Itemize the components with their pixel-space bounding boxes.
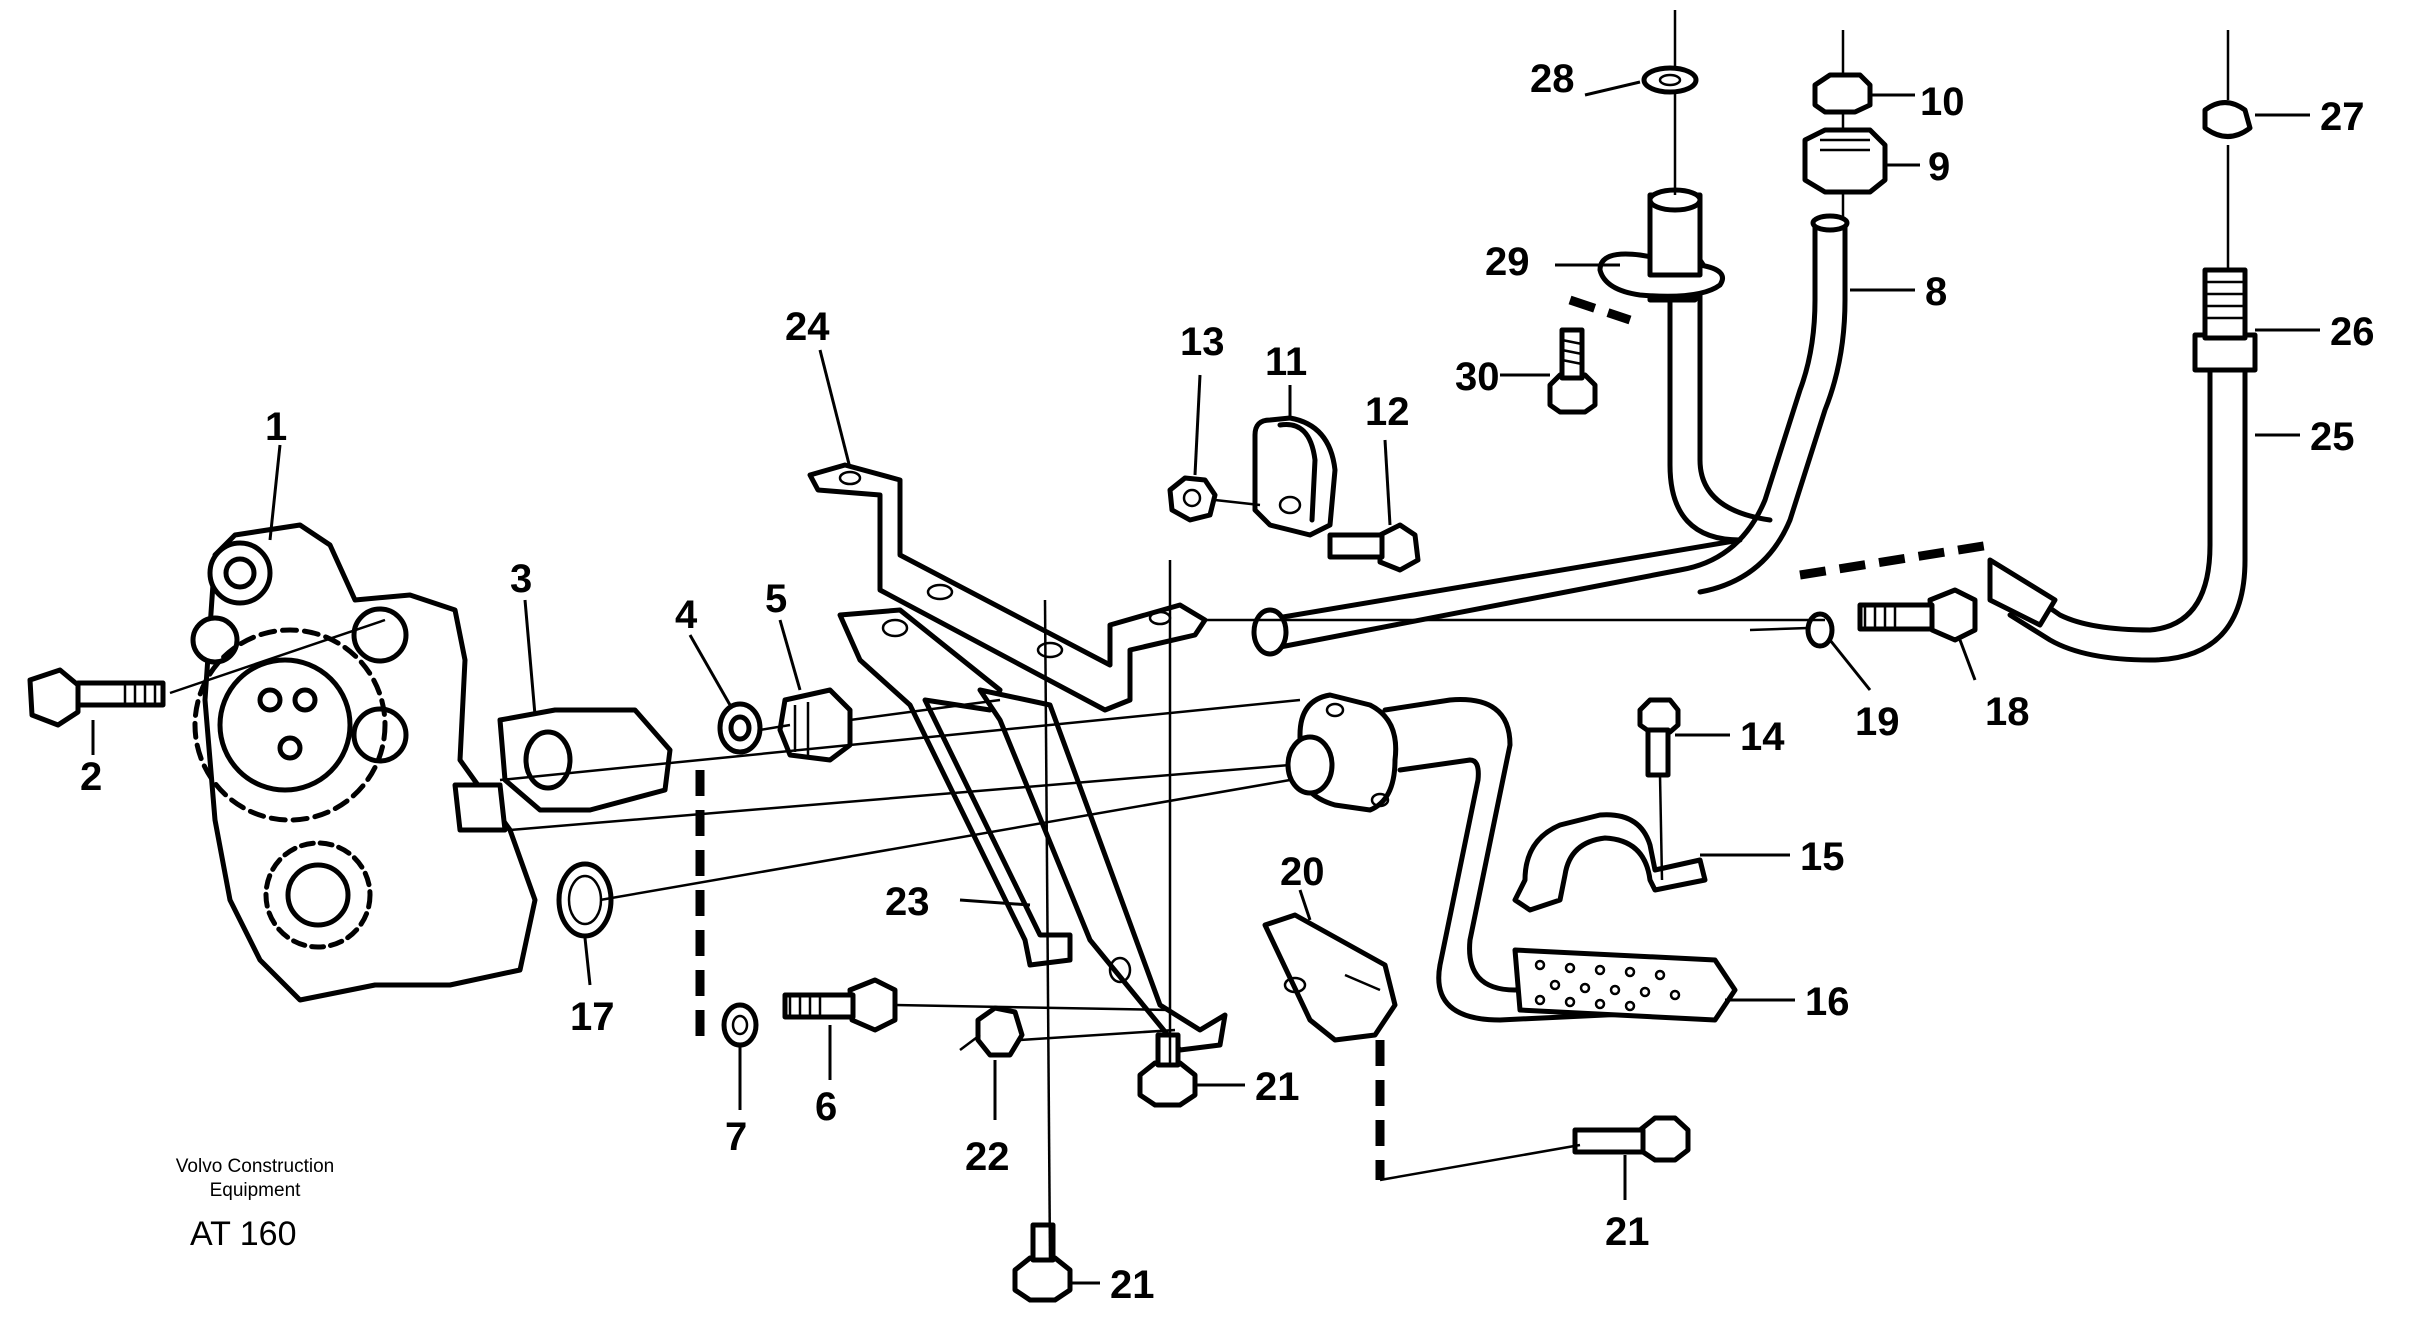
callout-23: 23 bbox=[885, 880, 930, 924]
drawing-code: AT 160 bbox=[190, 1215, 297, 1253]
callout-12: 12 bbox=[1365, 390, 1410, 434]
assembly-lines bbox=[169, 10, 2230, 1261]
pipe-16[interactable] bbox=[1285, 692, 1738, 1023]
bolt-21-a[interactable] bbox=[1137, 1032, 1198, 1108]
dashed-lines bbox=[695, 295, 1991, 1182]
callout-28: 28 bbox=[1530, 57, 1575, 101]
clamp-15[interactable] bbox=[1512, 812, 1708, 913]
callout-17: 17 bbox=[570, 995, 615, 1039]
bolt-18[interactable] bbox=[1857, 587, 1978, 643]
screw-14[interactable] bbox=[1637, 697, 1681, 778]
bracket-23[interactable] bbox=[837, 607, 1228, 1053]
bracket-24[interactable] bbox=[807, 462, 1208, 713]
callout-21-c: 21 bbox=[1605, 1210, 1650, 1254]
manufacturer-line-2: Equipment bbox=[209, 1180, 301, 1201]
flange-3[interactable] bbox=[497, 707, 673, 813]
callout-4: 4 bbox=[675, 593, 698, 637]
pipe-flange-29[interactable] bbox=[1597, 187, 1725, 303]
callout-27: 27 bbox=[2320, 95, 2365, 139]
pipe-25[interactable] bbox=[1987, 362, 2248, 663]
callout-11: 11 bbox=[1265, 340, 1307, 384]
callout-8: 8 bbox=[1925, 270, 1947, 314]
oil-pipe-8[interactable] bbox=[1251, 212, 1850, 657]
oil-pump-housing[interactable] bbox=[190, 522, 538, 1003]
callout-14: 14 bbox=[1740, 715, 1785, 759]
callout-3: 3 bbox=[510, 557, 532, 601]
washer-19[interactable] bbox=[1805, 611, 1835, 649]
callout-10: 10 bbox=[1920, 80, 1965, 124]
callouts: 1 2 3 4 5 6 7 8 9 10 11 12 13 14 15 16 1… bbox=[80, 57, 2375, 1307]
callout-26: 26 bbox=[2330, 310, 2375, 354]
bolt-6[interactable] bbox=[782, 977, 898, 1033]
olive-27[interactable] bbox=[2202, 100, 2253, 139]
fitting-nut-5[interactable] bbox=[777, 687, 853, 763]
leader-lines bbox=[91, 80, 2320, 1285]
callout-24: 24 bbox=[785, 305, 830, 349]
callout-20: 20 bbox=[1280, 850, 1325, 894]
callout-21-a: 21 bbox=[1255, 1065, 1300, 1109]
bolt-21-c[interactable] bbox=[1572, 1115, 1691, 1163]
washer-7[interactable] bbox=[721, 1002, 759, 1048]
manufacturer-label: Volvo Construction Equipment bbox=[140, 1155, 370, 1203]
callout-2: 2 bbox=[80, 755, 102, 799]
callout-1: 1 bbox=[265, 405, 287, 449]
screw-30[interactable] bbox=[1547, 327, 1598, 415]
callout-19: 19 bbox=[1855, 700, 1900, 744]
callout-5: 5 bbox=[765, 577, 787, 621]
callout-9: 9 bbox=[1928, 145, 1950, 189]
callout-6: 6 bbox=[815, 1085, 837, 1129]
nut-10[interactable] bbox=[1812, 72, 1873, 115]
callout-29: 29 bbox=[1485, 240, 1530, 284]
bracket-20[interactable] bbox=[1262, 912, 1398, 1043]
clamp-11[interactable] bbox=[1252, 415, 1338, 538]
nut-13[interactable] bbox=[1167, 475, 1218, 523]
bolt-21-b[interactable] bbox=[1012, 1222, 1073, 1303]
callout-25: 25 bbox=[2310, 415, 2355, 459]
callout-13: 13 bbox=[1180, 320, 1225, 364]
bolt-2[interactable] bbox=[27, 667, 166, 728]
fitting-9[interactable] bbox=[1802, 127, 1888, 195]
callout-16: 16 bbox=[1805, 980, 1850, 1024]
bolt-12[interactable] bbox=[1327, 522, 1421, 573]
callout-22: 22 bbox=[965, 1135, 1010, 1179]
callout-15: 15 bbox=[1800, 835, 1845, 879]
washer-28[interactable] bbox=[1641, 65, 1699, 95]
nut-22[interactable] bbox=[975, 1005, 1025, 1058]
washer-4[interactable] bbox=[717, 701, 763, 755]
callout-18: 18 bbox=[1985, 690, 2030, 734]
callout-21-b: 21 bbox=[1110, 1263, 1155, 1307]
fitting-26[interactable] bbox=[2192, 267, 2258, 373]
callout-7: 7 bbox=[725, 1115, 747, 1159]
callout-30: 30 bbox=[1455, 355, 1500, 399]
manufacturer-line-1: Volvo Construction bbox=[175, 1156, 335, 1177]
